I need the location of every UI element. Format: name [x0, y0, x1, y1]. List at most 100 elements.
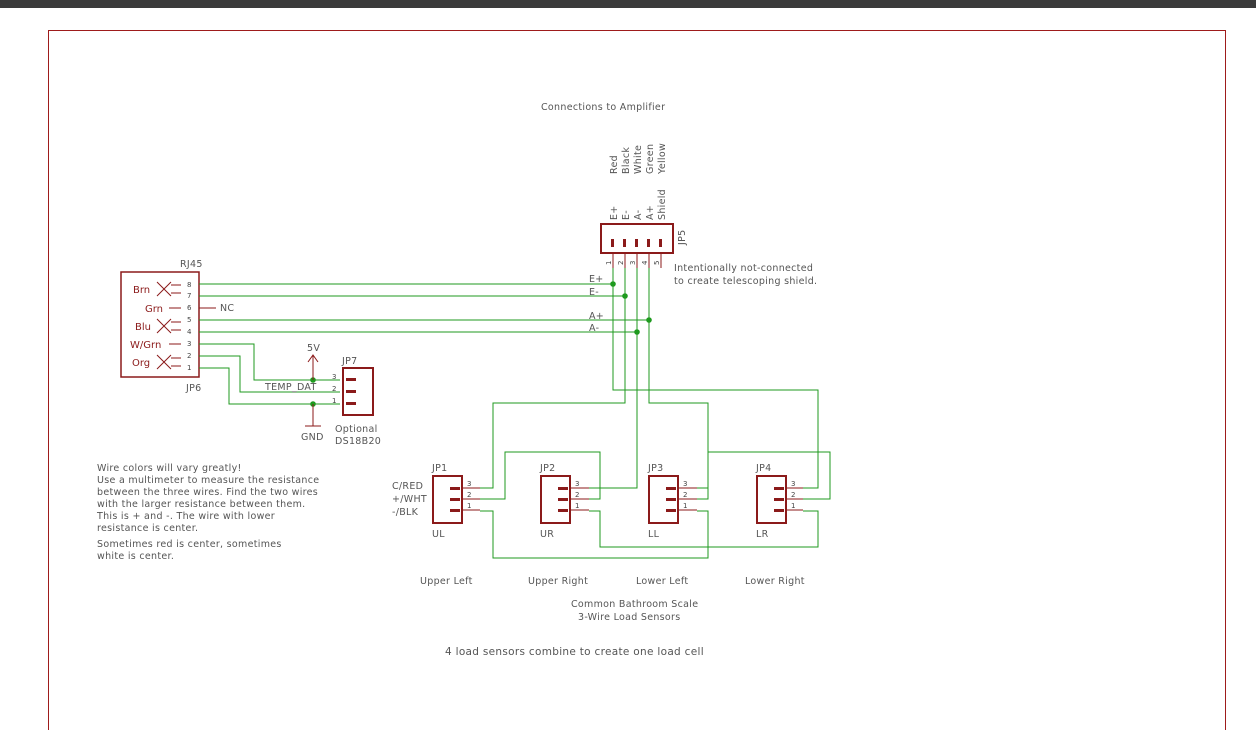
gnd-label: GND — [301, 432, 324, 443]
window-title-bar — [0, 0, 1256, 8]
sensor-pin-1: 1 — [791, 502, 795, 510]
shield-note-line-1: Intentionally not-connected — [674, 263, 813, 274]
jp5-signal-2: E- — [621, 210, 632, 220]
rj45-pin-5: 5 — [187, 316, 191, 324]
jp5-wire-colors: Red Black White Green Yellow — [609, 143, 668, 175]
jp5-pin-1: 1 — [605, 261, 613, 265]
jp5-color-4: Green — [645, 144, 656, 174]
load-sensor-ul: JP1 3 2 1 UL Upper Left — [420, 463, 480, 587]
jp5-signal-3: A- — [633, 210, 644, 220]
sensor-ref: JP3 — [647, 463, 663, 474]
sensor-short: LL — [648, 529, 660, 540]
sensor-pin-1: 1 — [683, 502, 687, 510]
sensor-pin-3: 3 — [575, 480, 579, 488]
rj45-wire-brn: Brn — [133, 285, 150, 296]
junctions — [310, 281, 652, 407]
load-sensor-lr: JP4 3 2 1 LR Lower Right — [745, 463, 805, 587]
note-line-2: Use a multimeter to measure the resistan… — [97, 475, 319, 486]
jp5-signals: E+ E- A- A+ Shield — [609, 189, 668, 220]
jp7-optional: Optional — [335, 424, 378, 435]
net-a-plus: A+ — [589, 311, 604, 322]
rj45-wire-wgrn: W/Grn — [130, 340, 161, 351]
note-line-3: between the three wires. Find the two wi… — [97, 487, 318, 498]
jp7-connector: JP7 3 2 1 Optional DS18B20 — [332, 356, 381, 447]
net-a-minus: A- — [589, 323, 599, 334]
jp5-pin-4: 4 — [641, 260, 649, 265]
sensor-pin-3: 3 — [467, 480, 471, 488]
jp5-label: JP5 — [677, 230, 688, 246]
rj45-pin-1: 1 — [187, 364, 191, 372]
jp5-connector: JP5 1 2 3 4 5 — [600, 223, 688, 268]
sensor-short: UL — [432, 529, 445, 540]
net-e-plus: E+ — [589, 274, 604, 285]
rj45-wire-blu: Blu — [135, 322, 151, 333]
sensor-pin-1: 1 — [467, 502, 471, 510]
sensor-pin-2: 2 — [467, 491, 471, 499]
sensor-pin-1: 1 — [575, 502, 579, 510]
note-line-7: Sometimes red is center, sometimes — [97, 539, 282, 550]
shield-note-line-2: to create telescoping shield. — [674, 276, 817, 287]
load-sensor-ur: JP2 3 2 1 UR Upper Right — [528, 463, 589, 587]
rj45-wire-org: Org — [132, 358, 150, 369]
sensor-pin-3: 3 — [791, 480, 795, 488]
sensor-position: Upper Left — [420, 576, 473, 587]
net-temp-dat: TEMP_DAT — [264, 382, 317, 393]
jp7-part: DS18B20 — [335, 436, 381, 447]
jp5-color-2: Black — [621, 147, 632, 174]
sensor-ref: JP4 — [755, 463, 771, 474]
note-line-8: white is center. — [97, 551, 174, 562]
rj45-pin-7: 7 — [187, 292, 191, 300]
sensor-pin-2: 2 — [791, 491, 795, 499]
sensor-pin-2: 2 — [683, 491, 687, 499]
rj45-pin-6: 6 — [187, 304, 192, 312]
schematic-frame — [48, 30, 1226, 730]
nc-label: NC — [220, 303, 234, 314]
jp7-pin-2: 2 — [332, 385, 336, 393]
sensor-position: Lower Left — [636, 576, 688, 587]
sensor-short: UR — [540, 529, 554, 540]
sensor-ref: JP2 — [539, 463, 555, 474]
sensor-pin-3: 3 — [683, 480, 687, 488]
wiring — [199, 268, 831, 559]
rj45-pin-3: 3 — [187, 340, 191, 348]
scale-title-2: 3-Wire Load Sensors — [578, 612, 681, 623]
diagram-title: Connections to Amplifier — [541, 102, 665, 113]
jp5-pin-3: 3 — [629, 261, 637, 265]
sensor-label-minus: -/BLK — [392, 507, 419, 518]
jp7-pin-1: 1 — [332, 397, 336, 405]
jp5-pin-5: 5 — [653, 261, 661, 265]
rj45-pin-2: 2 — [187, 352, 191, 360]
scale-title-1: Common Bathroom Scale — [571, 599, 698, 610]
jp5-color-5: Yellow — [657, 143, 668, 175]
jp7-label: JP7 — [341, 356, 357, 367]
jp5-pin-2: 2 — [617, 261, 625, 265]
jp7-pin-3: 3 — [332, 373, 336, 381]
jp5-signal-4: A+ — [645, 205, 656, 220]
sensor-ref: JP1 — [431, 463, 447, 474]
jp5-color-1: Red — [609, 155, 620, 174]
rj45-connector: RJ45 JP6 Brn Grn Blu W/Grn Org 8 7 6 5 4… — [120, 259, 234, 394]
rj45-wire-grn: Grn — [145, 304, 163, 315]
rj45-pin-8: 8 — [187, 281, 191, 289]
sensor-position: Lower Right — [745, 576, 805, 587]
note-line-1: Wire colors will vary greatly! — [97, 463, 242, 474]
wire-color-note: Wire colors will vary greatly! Use a mul… — [96, 463, 319, 562]
rj45-ref: JP6 — [185, 383, 201, 394]
jp5-signal-5: Shield — [657, 189, 668, 220]
sensor-short: LR — [756, 529, 769, 540]
power-symbols: 5V GND — [301, 343, 324, 443]
jp5-color-3: White — [633, 145, 644, 174]
sensor-label-center: C/RED — [392, 481, 423, 492]
sensor-pin-2: 2 — [575, 491, 579, 499]
sensor-position: Upper Right — [528, 576, 588, 587]
sensor-label-plus: +/WHT — [392, 494, 427, 505]
jp5-signal-1: E+ — [609, 205, 620, 220]
rj45-pin-4: 4 — [187, 328, 192, 336]
net-e-minus: E- — [589, 287, 599, 298]
rj45-title: RJ45 — [180, 259, 203, 270]
footer-caption: 4 load sensors combine to create one loa… — [445, 646, 704, 658]
note-line-5: This is + and -. The wire with lower — [96, 511, 275, 522]
note-line-4: with the larger resistance between them. — [97, 499, 305, 510]
note-line-6: resistance is center. — [97, 523, 198, 534]
